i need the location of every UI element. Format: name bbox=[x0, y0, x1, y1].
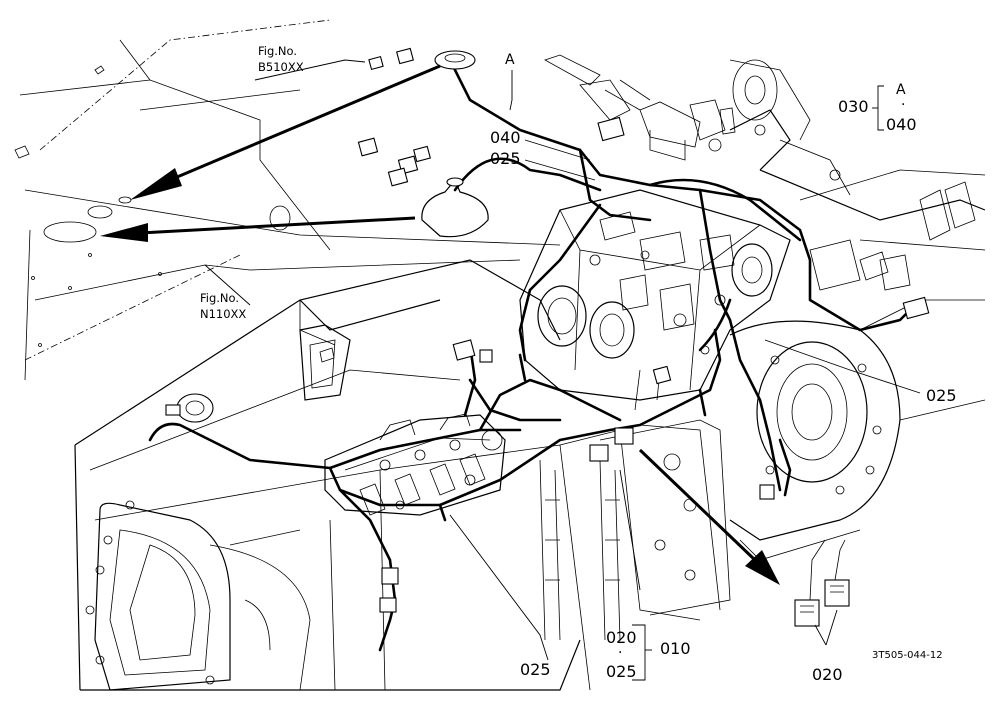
part-020: 020 bbox=[606, 628, 637, 647]
part-025-top: 025 bbox=[490, 149, 521, 168]
leader-lines bbox=[204, 59, 921, 681]
part-020-right: 020 bbox=[812, 665, 843, 684]
figref-n110-label: Fig.No. bbox=[200, 291, 240, 305]
wiring-harness bbox=[148, 58, 922, 652]
cab-floor-panel bbox=[14, 19, 561, 381]
part-040-bracket: 040 bbox=[886, 115, 917, 134]
part-040: 040 bbox=[490, 128, 521, 147]
part-025-stack: 025 bbox=[606, 662, 637, 681]
drawing-code: 3T505-044-12 bbox=[872, 650, 943, 661]
transmission-housing bbox=[74, 259, 731, 691]
part-030: 030 bbox=[838, 97, 869, 116]
rear-axle-housing bbox=[729, 59, 986, 561]
separator-dot-lower: · bbox=[618, 645, 623, 661]
figref-n110-code: N110XX bbox=[200, 307, 247, 321]
grommets bbox=[421, 50, 489, 238]
detail-letter-a-bracket: A bbox=[896, 82, 906, 98]
part-025-bottom: 025 bbox=[520, 660, 551, 679]
reference-arrows bbox=[100, 64, 780, 585]
figref-b510-code: B510XX bbox=[258, 60, 304, 74]
figref-b510-label: Fig.No. bbox=[258, 44, 298, 58]
part-010: 010 bbox=[660, 639, 691, 658]
connectors bbox=[165, 47, 930, 627]
separator-dot: · bbox=[901, 97, 906, 113]
part-025-right: 025 bbox=[926, 386, 957, 405]
detail-letter-a: A bbox=[505, 52, 515, 68]
